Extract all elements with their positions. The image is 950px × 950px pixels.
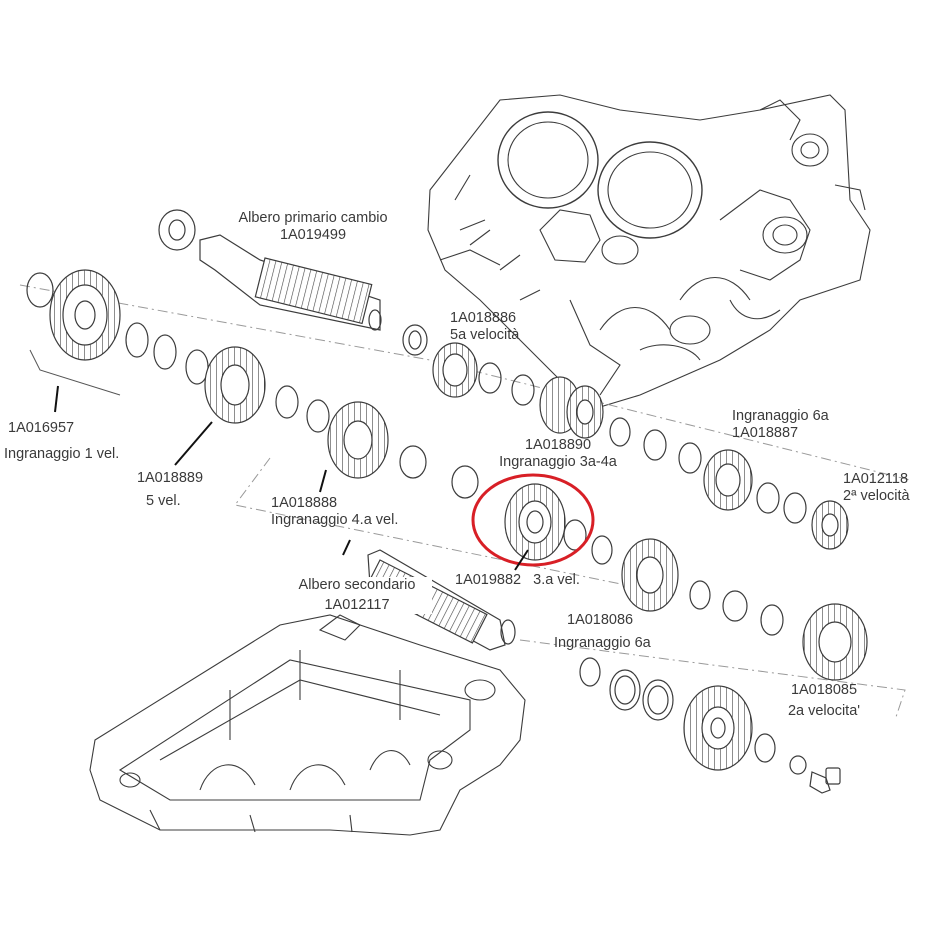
label-2a-velocita-top: 1A012118 2ª velocità <box>843 471 910 505</box>
label-ingranaggio-6a-bottom: 1A018086 Ingranaggio 6a <box>554 612 655 654</box>
label-5-vel: 1A018889 5 vel. <box>128 470 212 510</box>
label-ingranaggio-3a-4a-name: Ingranaggio 3a-4a <box>499 454 617 470</box>
label-ingranaggio-6a-top-code: 1A018887 <box>732 425 799 441</box>
label-2a-velocita-bottom-code: 1A018085 <box>790 682 858 698</box>
gear-2a-bottom <box>802 603 868 681</box>
label-ingranaggio-6a-top: Ingranaggio 6a 1A018887 <box>732 408 829 442</box>
label-albero-primario-name: Albero primario cambio <box>238 210 388 226</box>
label-2a-velocita-bottom: 1A018085 2a velocita' <box>780 682 868 720</box>
label-2a-velocita-top-name: 2ª velocità <box>843 488 910 504</box>
front-sprocket <box>683 685 753 771</box>
label-albero-secondario: Albero secondario 1A012117 <box>282 577 432 614</box>
label-2a-velocita-bottom-name: 2a velocita' <box>787 703 861 719</box>
label-albero-primario: Albero primario cambio 1A019499 <box>222 210 404 244</box>
label-ingranaggio-4a-code: 1A018888 <box>271 495 338 511</box>
rings-lower <box>579 580 807 775</box>
label-2a-velocita-top-code: 1A012118 <box>843 471 909 487</box>
gear-4a-vel <box>327 401 389 479</box>
rings-upper <box>478 362 807 524</box>
label-5a-velocita-name: 5a velocità <box>450 327 520 343</box>
label-ingranaggio-4a: 1A018888 Ingranaggio 4.a vel. <box>271 495 398 529</box>
gear-3a-4a <box>539 376 604 439</box>
label-ingranaggio-4a-name: Ingranaggio 4.a vel. <box>271 512 399 528</box>
label-ingranaggio-1-vel-code: 1A016957 <box>8 420 75 436</box>
gear-1-vel <box>26 269 121 361</box>
highlight-circle <box>471 473 595 567</box>
label-albero-primario-code: 1A019499 <box>279 227 347 243</box>
upper-crankcase <box>427 94 871 411</box>
label-ingranaggio-1-vel: 1A016957 Ingranaggio 1 vel. <box>4 420 119 463</box>
gear-6a-bottom <box>591 535 679 612</box>
gear-5a-velocita <box>432 342 478 398</box>
gear-6a-top <box>703 449 753 511</box>
label-ingranaggio-1-vel-name: Ingranaggio 1 vel. <box>4 446 120 462</box>
gear-2a-top <box>811 500 849 550</box>
label-3a-vel-code: 1A019882 <box>455 572 522 588</box>
label-albero-secondario-code: 1A012117 <box>324 597 390 613</box>
label-3a-vel-name: 3.a vel. <box>533 572 580 588</box>
primary-shaft <box>158 209 428 356</box>
label-ingranaggio-3a-4a: 1A018890 Ingranaggio 3a-4a <box>488 437 628 471</box>
lower-crankcase <box>89 614 526 836</box>
label-5a-velocita-code: 1A018886 <box>450 310 517 326</box>
sprocket-bolt <box>809 767 841 794</box>
label-ingranaggio-6a-bottom-name: Ingranaggio 6a <box>554 635 651 651</box>
gear-3a-vel <box>504 483 566 561</box>
label-ingranaggio-6a-bottom-code: 1A018086 <box>567 612 634 628</box>
label-ingranaggio-3a-4a-code: 1A018890 <box>524 437 592 453</box>
gear-5-vel <box>204 346 266 424</box>
label-5-vel-code: 1A018889 <box>136 470 204 486</box>
label-5-vel-name: 5 vel. <box>146 493 181 509</box>
label-ingranaggio-6a-top-name: Ingranaggio 6a <box>732 408 829 424</box>
label-albero-secondario-name: Albero secondario <box>298 577 416 593</box>
leader-lines <box>54 385 529 571</box>
label-3a-vel: 1A019882 3.a vel. <box>455 572 580 589</box>
label-5a-velocita: 1A018886 5a velocità <box>450 310 519 344</box>
